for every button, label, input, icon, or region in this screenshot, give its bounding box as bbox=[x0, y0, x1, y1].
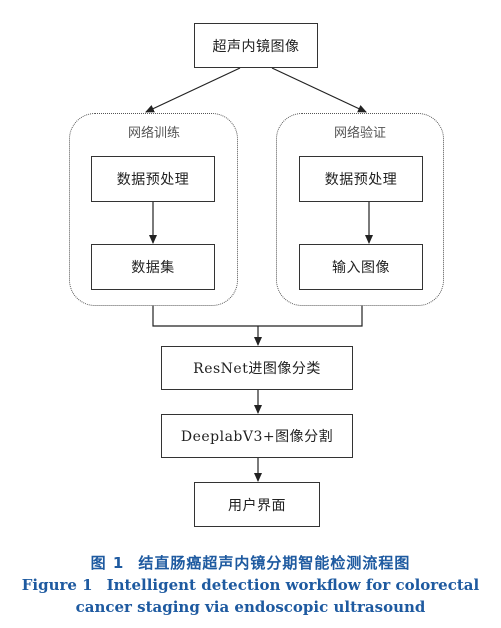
caption-chinese-label: 图 1 bbox=[90, 554, 125, 572]
node-train-preprocessing: 数据预处理 bbox=[91, 156, 215, 202]
node-resnet-classification: ResNet进图像分类 bbox=[161, 346, 353, 390]
group-network-training bbox=[69, 113, 238, 306]
arrow-top-to-training bbox=[145, 67, 241, 113]
arrow-top-to-validation bbox=[271, 67, 367, 113]
group-network-validation-title: 网络验证 bbox=[333, 126, 386, 141]
group-network-validation bbox=[276, 113, 444, 306]
caption-english-line2: cancer staging via endoscopic ultrasound bbox=[75, 598, 426, 616]
caption-english-text1: Intelligent detection workflow for color… bbox=[106, 576, 480, 594]
group-network-training-title: 网络训练 bbox=[127, 126, 180, 141]
caption-english-line1: Figure 1 Intelligent detection workflow f… bbox=[0, 576, 501, 594]
node-input-image: 输入图像 bbox=[299, 244, 423, 290]
node-deeplab-segmentation: DeeplabV3+图像分割 bbox=[161, 414, 353, 458]
caption-chinese: 图 1 结直肠癌超声内镜分期智能检测流程图 bbox=[0, 552, 501, 573]
node-user-interface: 用户界面 bbox=[194, 482, 320, 527]
node-val-preprocessing: 数据预处理 bbox=[299, 156, 423, 202]
merge-connector bbox=[152, 305, 363, 327]
caption-chinese-text: 结直肠癌超声内镜分期智能检测流程图 bbox=[138, 554, 411, 572]
node-endoscopic-ultrasound-image: 超声内镜图像 bbox=[194, 23, 318, 68]
node-dataset: 数据集 bbox=[91, 244, 215, 290]
caption-english-label: Figure 1 bbox=[21, 576, 93, 594]
